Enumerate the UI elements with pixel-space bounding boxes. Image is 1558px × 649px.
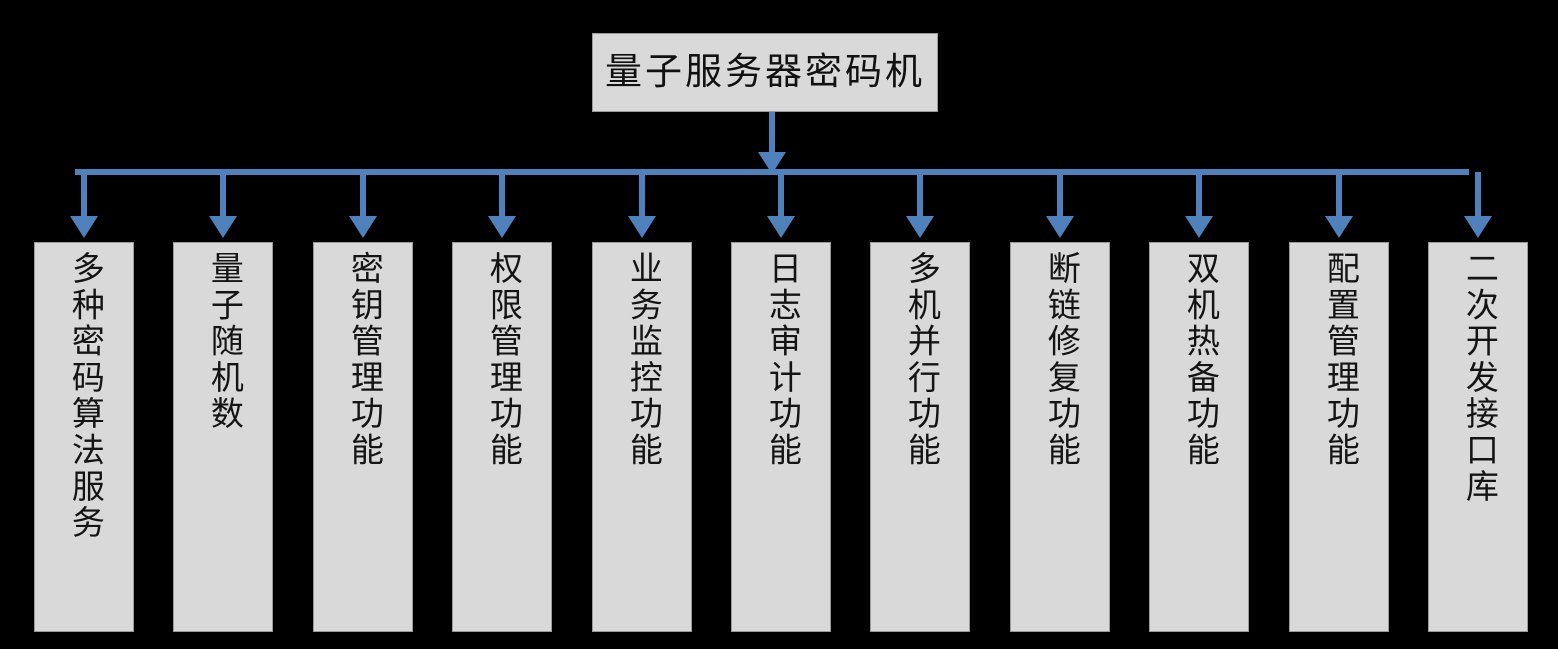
leaf-connector-arrowhead-icon	[628, 216, 656, 238]
leaf-node-box[interactable]: 密钥管理功能	[313, 242, 413, 632]
leaf-node-box[interactable]: 权限管理功能	[452, 242, 552, 632]
leaf-connector-arrowhead-icon	[1325, 216, 1353, 238]
leaf-node-label: 密钥管理功能	[345, 251, 382, 469]
leaf-connector-stem	[1475, 172, 1481, 220]
leaf-node-box[interactable]: 量子随机数	[173, 242, 273, 632]
leaf-connector-arrowhead-icon	[1046, 216, 1074, 238]
leaf-node-label: 断链修复功能	[1042, 251, 1079, 469]
leaf-node-label-wrap: 密钥管理功能	[314, 251, 412, 627]
leaf-connector-arrowhead-icon	[1185, 216, 1213, 238]
leaf-node-label: 多机并行功能	[902, 251, 939, 469]
leaf-node-box[interactable]: 配置管理功能	[1289, 242, 1389, 632]
leaf-node-label-wrap: 多机并行功能	[871, 251, 969, 627]
leaf-node-box[interactable]: 业务监控功能	[592, 242, 692, 632]
leaf-connector-arrowhead-icon	[349, 216, 377, 238]
leaf-node-box[interactable]: 多种密码算法服务	[34, 242, 134, 632]
leaf-connector-stem	[360, 172, 366, 220]
root-connector-stem	[769, 112, 775, 156]
leaf-connector-stem	[1196, 172, 1202, 220]
leaf-connector-arrowhead-icon	[767, 216, 795, 238]
leaf-node-box[interactable]: 日志审计功能	[731, 242, 831, 632]
leaf-connector-stem	[639, 172, 645, 220]
leaf-node-label-wrap: 量子随机数	[174, 251, 272, 627]
leaf-node-box[interactable]: 二次开发接口库	[1428, 242, 1528, 632]
leaf-connector-arrowhead-icon	[70, 216, 98, 238]
leaf-connector-stem	[778, 172, 784, 220]
leaf-node-label: 二次开发接口库	[1460, 251, 1497, 506]
leaf-connector-stem	[499, 172, 505, 220]
leaf-node-label-wrap: 配置管理功能	[1290, 251, 1388, 627]
leaf-node-label: 权限管理功能	[484, 251, 521, 469]
leaf-node-label-wrap: 断链修复功能	[1011, 251, 1109, 627]
leaf-node-label: 日志审计功能	[763, 251, 800, 469]
leaf-node-box[interactable]: 断链修复功能	[1010, 242, 1110, 632]
leaf-node-label: 业务监控功能	[624, 251, 661, 469]
leaf-connector-arrowhead-icon	[209, 216, 237, 238]
leaf-node-label: 配置管理功能	[1321, 251, 1358, 469]
leaf-connector-stem	[917, 172, 923, 220]
leaf-connector-stem	[220, 172, 226, 220]
leaf-connector-stem	[1336, 172, 1342, 220]
leaf-node-label: 双机热备功能	[1181, 251, 1218, 469]
leaf-connector-stem	[81, 172, 87, 220]
leaf-node-label-wrap: 日志审计功能	[732, 251, 830, 627]
leaf-node-box[interactable]: 多机并行功能	[870, 242, 970, 632]
leaf-node-label: 量子随机数	[205, 251, 242, 433]
root-node-box[interactable]: 量子服务器密码机	[592, 33, 938, 112]
leaf-node-box[interactable]: 双机热备功能	[1149, 242, 1249, 632]
leaf-connector-arrowhead-icon	[906, 216, 934, 238]
leaf-node-label-wrap: 业务监控功能	[593, 251, 691, 627]
horizontal-bus-connector	[75, 169, 1469, 175]
leaf-connector-arrowhead-icon	[488, 216, 516, 238]
root-node-label: 量子服务器密码机	[605, 52, 925, 93]
leaf-node-label-wrap: 多种密码算法服务	[35, 251, 133, 627]
leaf-connector-arrowhead-icon	[1464, 216, 1492, 238]
root-connector-arrowhead-icon	[758, 152, 786, 174]
leaf-connector-stem	[1057, 172, 1063, 220]
leaf-node-label: 多种密码算法服务	[66, 251, 103, 542]
leaf-node-label-wrap: 二次开发接口库	[1429, 251, 1527, 627]
leaf-node-label-wrap: 权限管理功能	[453, 251, 551, 627]
leaf-node-label-wrap: 双机热备功能	[1150, 251, 1248, 627]
